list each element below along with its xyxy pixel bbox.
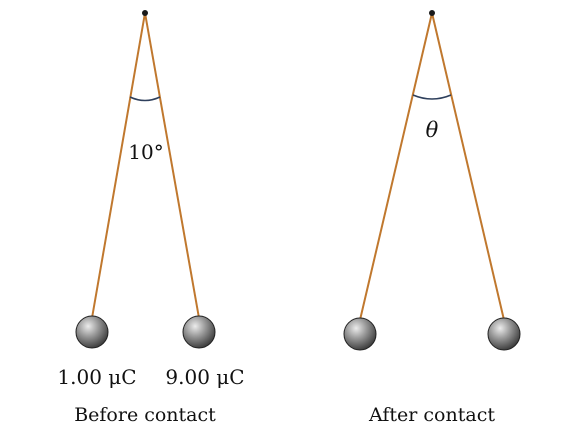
angle-label-10deg: 10° <box>128 140 163 164</box>
right-pivot <box>429 10 435 16</box>
caption-after-contact: After contact <box>368 404 495 426</box>
left-angle-arc <box>129 96 161 102</box>
right-string-a <box>359 12 433 321</box>
right-ball-1 <box>343 317 377 351</box>
right-ball-2 <box>487 317 521 351</box>
before-contact-panel: 10° 1.00 μC 9.00 μC Before contact <box>57 10 245 426</box>
left-ball-1 <box>75 315 109 349</box>
left-pivot <box>142 10 148 16</box>
charge-label-right: 9.00 μC <box>165 365 244 389</box>
left-string-a <box>91 12 146 319</box>
right-string-b <box>431 12 505 321</box>
left-string-b <box>144 12 200 319</box>
left-ball-2 <box>182 315 216 349</box>
charge-label-left: 1.00 μC <box>57 365 136 389</box>
caption-before-contact: Before contact <box>74 404 216 426</box>
after-contact-panel: θ After contact <box>343 10 521 426</box>
right-angle-arc <box>412 94 452 100</box>
angle-label-theta: θ <box>426 118 439 142</box>
